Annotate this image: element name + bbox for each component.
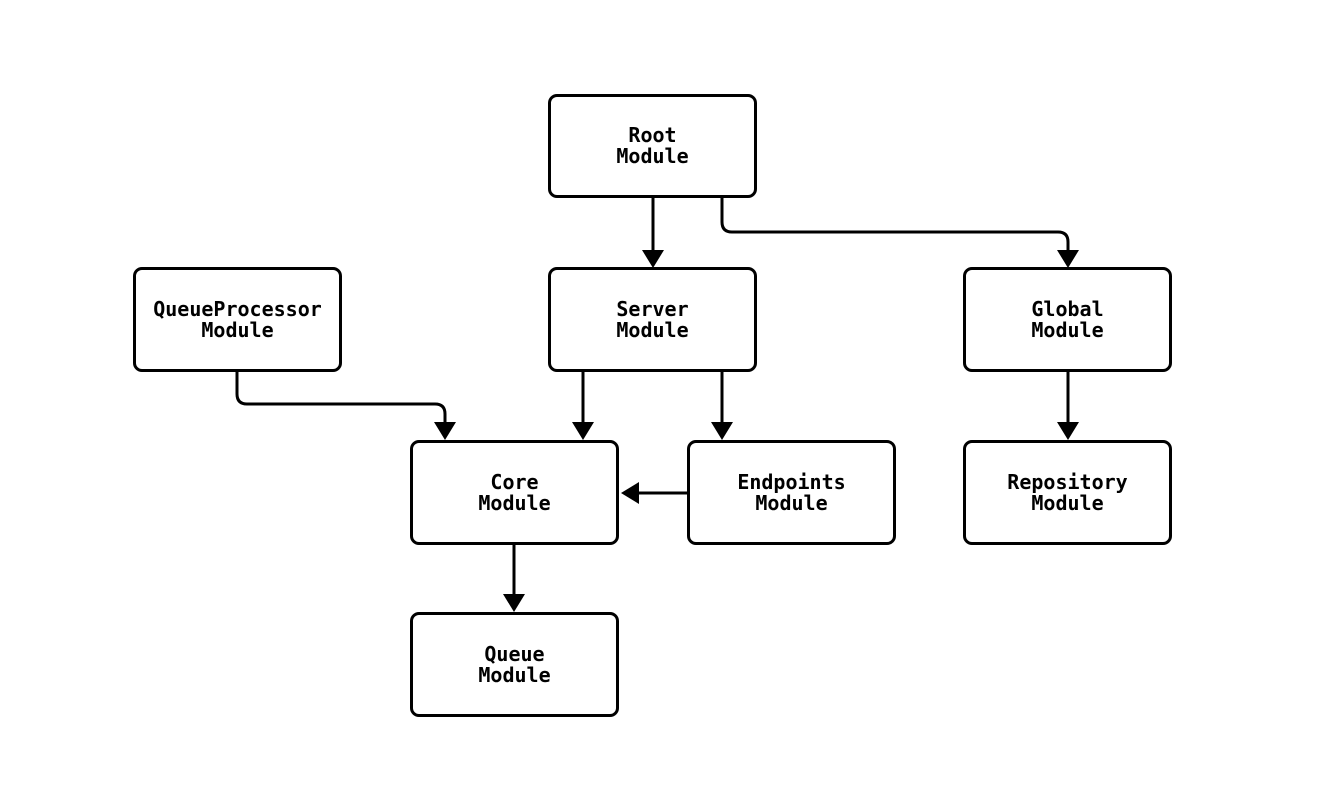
node-server-module: Server Module xyxy=(548,267,757,372)
edge-server-core-arrowhead xyxy=(572,422,594,440)
edge-root-server-arrowhead xyxy=(642,250,664,268)
node-queueprocessor-module: QueueProcessor Module xyxy=(133,267,342,372)
node-label-line2: Module xyxy=(478,490,551,515)
edge-endpoints-core-arrowhead xyxy=(621,482,639,504)
edge-root-global-arrowhead xyxy=(1057,250,1079,268)
node-label-line2: Module xyxy=(1031,317,1104,342)
edge-core-queue-arrowhead xyxy=(503,594,525,612)
node-endpoints-module: Endpoints Module xyxy=(687,440,896,545)
node-queue-module: Queue Module xyxy=(410,612,619,717)
node-label-line1: Endpoints xyxy=(737,469,846,494)
node-label-line2: Module xyxy=(201,317,274,342)
node-label-line1: Repository xyxy=(1007,469,1128,494)
node-root-module: Root Module xyxy=(548,94,757,198)
edge-root-global-line xyxy=(720,197,1070,251)
node-core-module: Core Module xyxy=(410,440,619,545)
node-global-module: Global Module xyxy=(963,267,1172,372)
node-label-line2: Module xyxy=(616,317,689,342)
node-label-line1: Core xyxy=(490,469,539,494)
node-label-line1: Queue xyxy=(484,641,545,666)
node-label-line2: Module xyxy=(1031,490,1104,515)
node-label-line2: Module xyxy=(616,144,689,168)
node-label-line1: Global xyxy=(1031,296,1104,321)
edge-global-repository-arrowhead xyxy=(1057,422,1079,440)
node-label-line1: Server xyxy=(616,296,689,321)
edge-server-endpoints-arrowhead xyxy=(711,422,733,440)
node-label-line1: QueueProcessor xyxy=(153,296,322,321)
edge-queueprocessor-core-arrowhead xyxy=(434,422,456,440)
node-label-line1: Root xyxy=(628,123,677,147)
node-repository-module: Repository Module xyxy=(963,440,1172,545)
edge-queueprocessor-core-line xyxy=(235,372,447,423)
node-label-line2: Module xyxy=(478,662,551,687)
node-label-line2: Module xyxy=(755,490,828,515)
